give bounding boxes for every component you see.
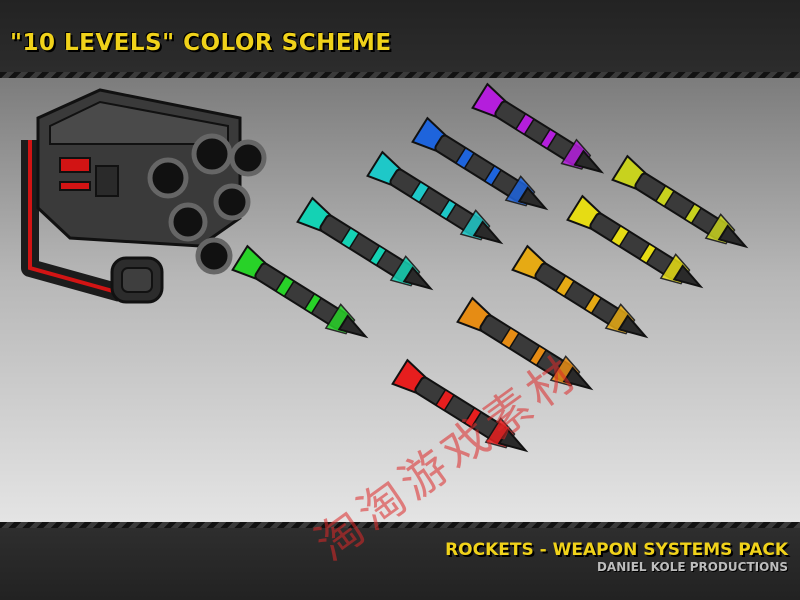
rocket-5 [231,244,369,339]
showcase-stage [0,78,800,522]
rocket-4 [296,196,434,291]
rocket-9 [456,296,594,391]
header-bar: "10 LEVELS" COLOR SCHEME [0,0,800,72]
pack-title: ROCKETS - WEAPON SYSTEMS PACK [445,540,788,560]
rocket-8 [511,244,649,339]
rocket-1 [471,82,605,174]
credit-text: DANIEL KOLE PRODUCTIONS [596,560,788,574]
rocket-2 [411,116,549,211]
hazard-stripe-top [0,72,800,78]
page-title: "10 LEVELS" COLOR SCHEME [10,30,392,56]
footer-bar: ROCKETS - WEAPON SYSTEMS PACK DANIEL KOL… [0,528,800,600]
rocket-launcher [21,88,267,304]
showcase-canvas [21,82,749,453]
hazard-stripe-bottom [0,522,800,528]
rocket-collection [231,82,749,453]
rocket-7 [566,194,704,289]
rocket-10 [391,358,529,453]
rocket-6 [611,154,749,249]
rocket-3 [366,150,504,245]
